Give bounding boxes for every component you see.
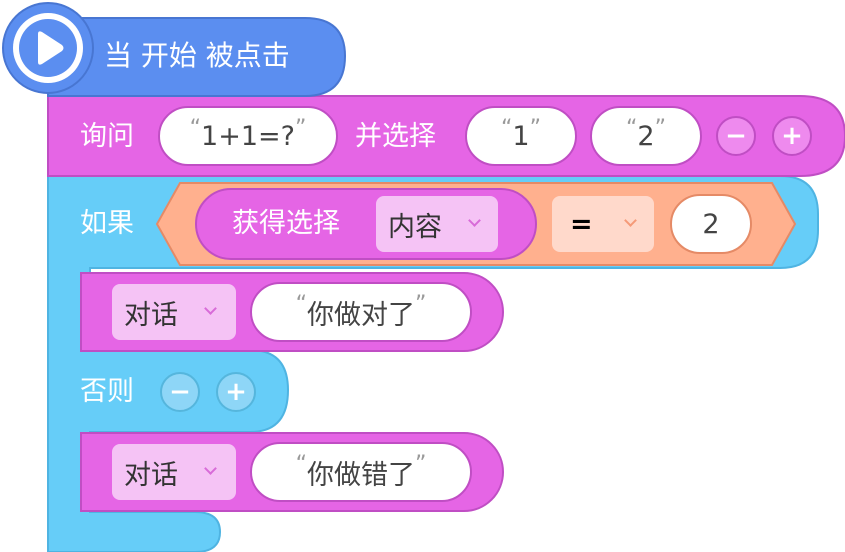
choice-dropdown[interactable]: 内容 bbox=[376, 196, 498, 252]
compare-value-input[interactable]: 2 bbox=[670, 194, 752, 254]
open-quote: “ bbox=[295, 291, 307, 317]
close-quote: ” bbox=[529, 115, 541, 141]
option-1-text: 1 bbox=[512, 120, 530, 152]
then-say-dropdown-value: 对话 bbox=[124, 299, 178, 331]
then-say-dropdown[interactable]: 对话 bbox=[112, 284, 236, 340]
if-label: 如果 bbox=[80, 208, 134, 239]
question-text: 1+1=? bbox=[201, 120, 295, 152]
open-quote: “ bbox=[295, 451, 307, 477]
else-say-dropdown[interactable]: 对话 bbox=[112, 444, 236, 500]
choose-label: 并选择 bbox=[355, 121, 436, 152]
open-quote: “ bbox=[501, 115, 513, 141]
chevron-down-icon bbox=[204, 302, 217, 315]
hat-label: 当 开始 被点击 bbox=[104, 39, 290, 72]
else-label: 否则 bbox=[80, 376, 134, 407]
then-say-text-input[interactable]: “ 你做对了 ” bbox=[250, 282, 472, 342]
open-quote: “ bbox=[189, 115, 202, 141]
then-say-text: 你做对了 bbox=[307, 299, 415, 331]
hat-block-body bbox=[47, 17, 347, 97]
add-option-button[interactable]: + bbox=[772, 116, 812, 156]
operator-dropdown[interactable]: = bbox=[552, 196, 654, 252]
operator-value: = bbox=[570, 208, 593, 240]
get-choice-label: 获得选择 bbox=[232, 208, 340, 239]
option-2-input[interactable]: “ 2 ” bbox=[590, 106, 702, 166]
add-branch-button[interactable]: + bbox=[216, 372, 256, 412]
close-quote: ” bbox=[654, 115, 666, 141]
chevron-down-icon bbox=[468, 214, 481, 227]
play-icon bbox=[38, 31, 64, 65]
else-say-dropdown-value: 对话 bbox=[124, 459, 178, 491]
else-say-text: 你做错了 bbox=[307, 459, 415, 491]
close-quote: ” bbox=[415, 291, 427, 317]
choice-dropdown-value: 内容 bbox=[388, 211, 442, 243]
chevron-down-icon bbox=[624, 214, 637, 227]
remove-option-button[interactable]: − bbox=[716, 116, 756, 156]
question-input[interactable]: “ 1+1=? ” bbox=[158, 106, 338, 166]
ask-label: 询问 bbox=[80, 121, 134, 152]
chevron-down-icon bbox=[204, 462, 217, 475]
remove-branch-button[interactable]: − bbox=[160, 372, 200, 412]
close-quote: ” bbox=[294, 115, 307, 141]
open-quote: “ bbox=[626, 115, 638, 141]
option-2-text: 2 bbox=[637, 120, 655, 152]
close-quote: ” bbox=[415, 451, 427, 477]
else-say-text-input[interactable]: “ 你做错了 ” bbox=[250, 442, 472, 502]
option-1-input[interactable]: “ 1 ” bbox=[465, 106, 577, 166]
